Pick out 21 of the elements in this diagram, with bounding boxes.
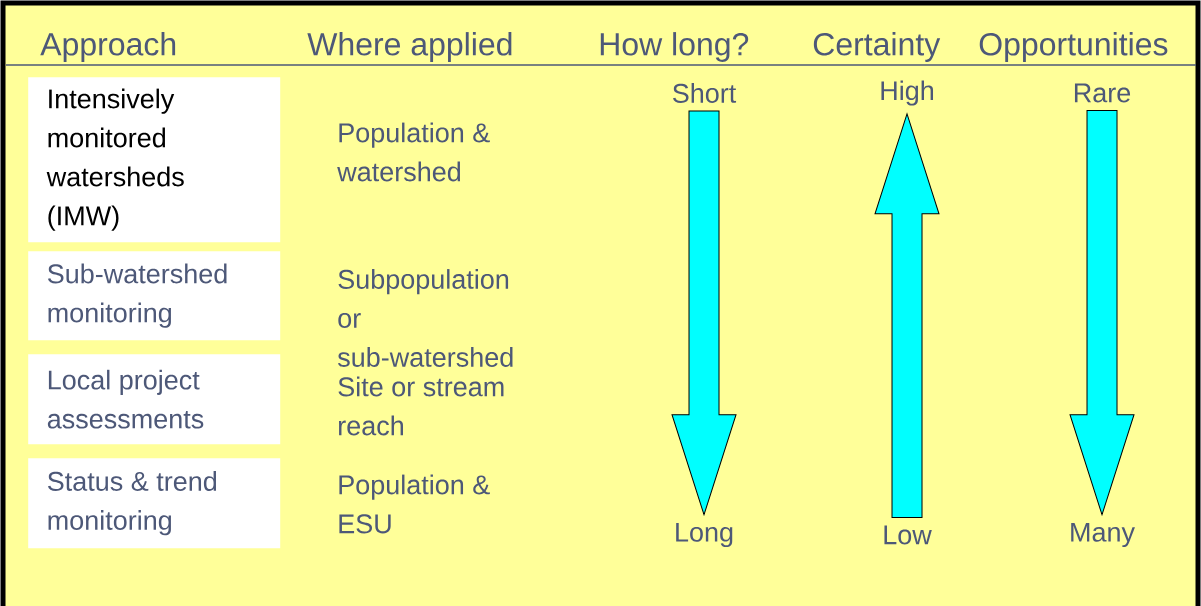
location-text: Subpopulation or sub-watershed (337, 269, 513, 367)
column-header: Where applied (307, 32, 512, 62)
column-header: How long? (600, 32, 749, 62)
location-text: Population & watershed (337, 122, 490, 182)
scale-label: High (881, 80, 933, 106)
approach-box: Sub-watershed monitoring (28, 251, 281, 341)
scale-label: Short (672, 83, 737, 103)
scale-label: Low (884, 525, 932, 545)
scale-label: Rare (1074, 83, 1131, 103)
column-header: Certainty (813, 32, 941, 62)
block-arrow (1069, 110, 1135, 516)
approach-box: Local project assessments (28, 354, 281, 445)
location-text: Population & ESU (339, 474, 490, 534)
location-text: Site or stream reach (338, 376, 504, 436)
approach-box: Intensively monitored watersheds (IMW) (28, 77, 281, 243)
scale-label: Long (676, 522, 733, 548)
block-arrow (671, 110, 737, 516)
approach-box: Status & trend monitoring (28, 458, 281, 549)
column-header: Opportunities (979, 32, 1168, 62)
scale-label: Many (1071, 522, 1135, 548)
block-arrow (874, 113, 940, 518)
